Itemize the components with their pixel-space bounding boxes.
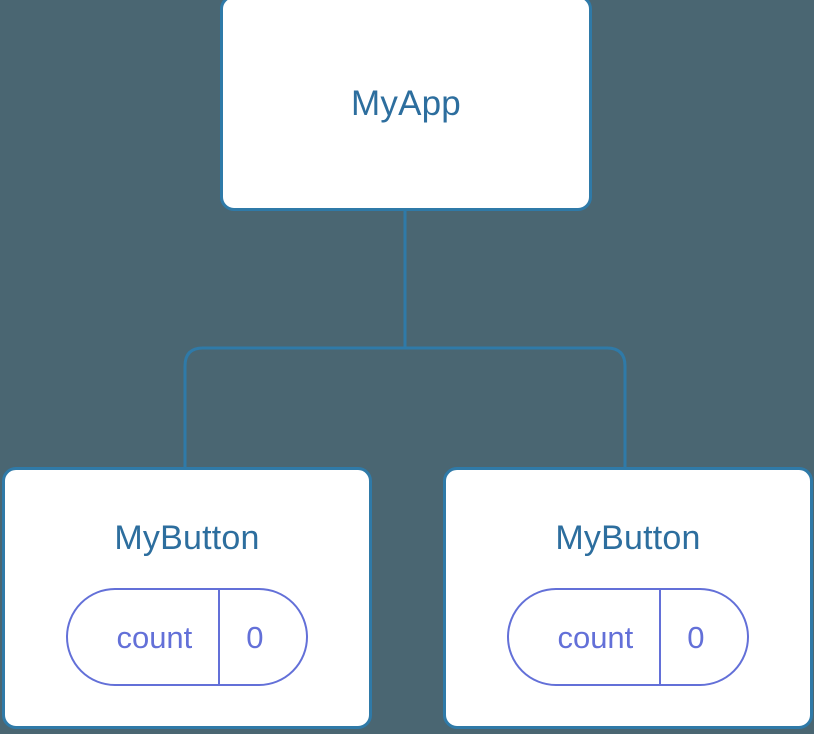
state-pill-divider-right	[659, 590, 662, 684]
state-pill-right[interactable]: count 0	[507, 588, 749, 686]
state-pill-left[interactable]: count 0	[66, 588, 308, 686]
node-title-mybutton-left: MyButton	[114, 519, 260, 557]
node-mybutton-right[interactable]: MyButton count 0	[443, 467, 813, 729]
state-key-right: count	[557, 619, 634, 655]
state-key-left: count	[116, 619, 193, 655]
state-value-left: 0	[246, 619, 264, 655]
node-title-myapp: MyApp	[351, 83, 461, 123]
state-pill-divider-left	[218, 590, 221, 684]
connector-bus-to-left-child	[183, 346, 405, 469]
connector-bus-to-right-child	[405, 346, 627, 469]
node-mybutton-left[interactable]: MyButton count 0	[2, 467, 372, 729]
node-title-mybutton-right: MyButton	[555, 519, 701, 557]
node-myapp[interactable]: MyApp	[220, 0, 592, 211]
state-value-right: 0	[687, 619, 705, 655]
